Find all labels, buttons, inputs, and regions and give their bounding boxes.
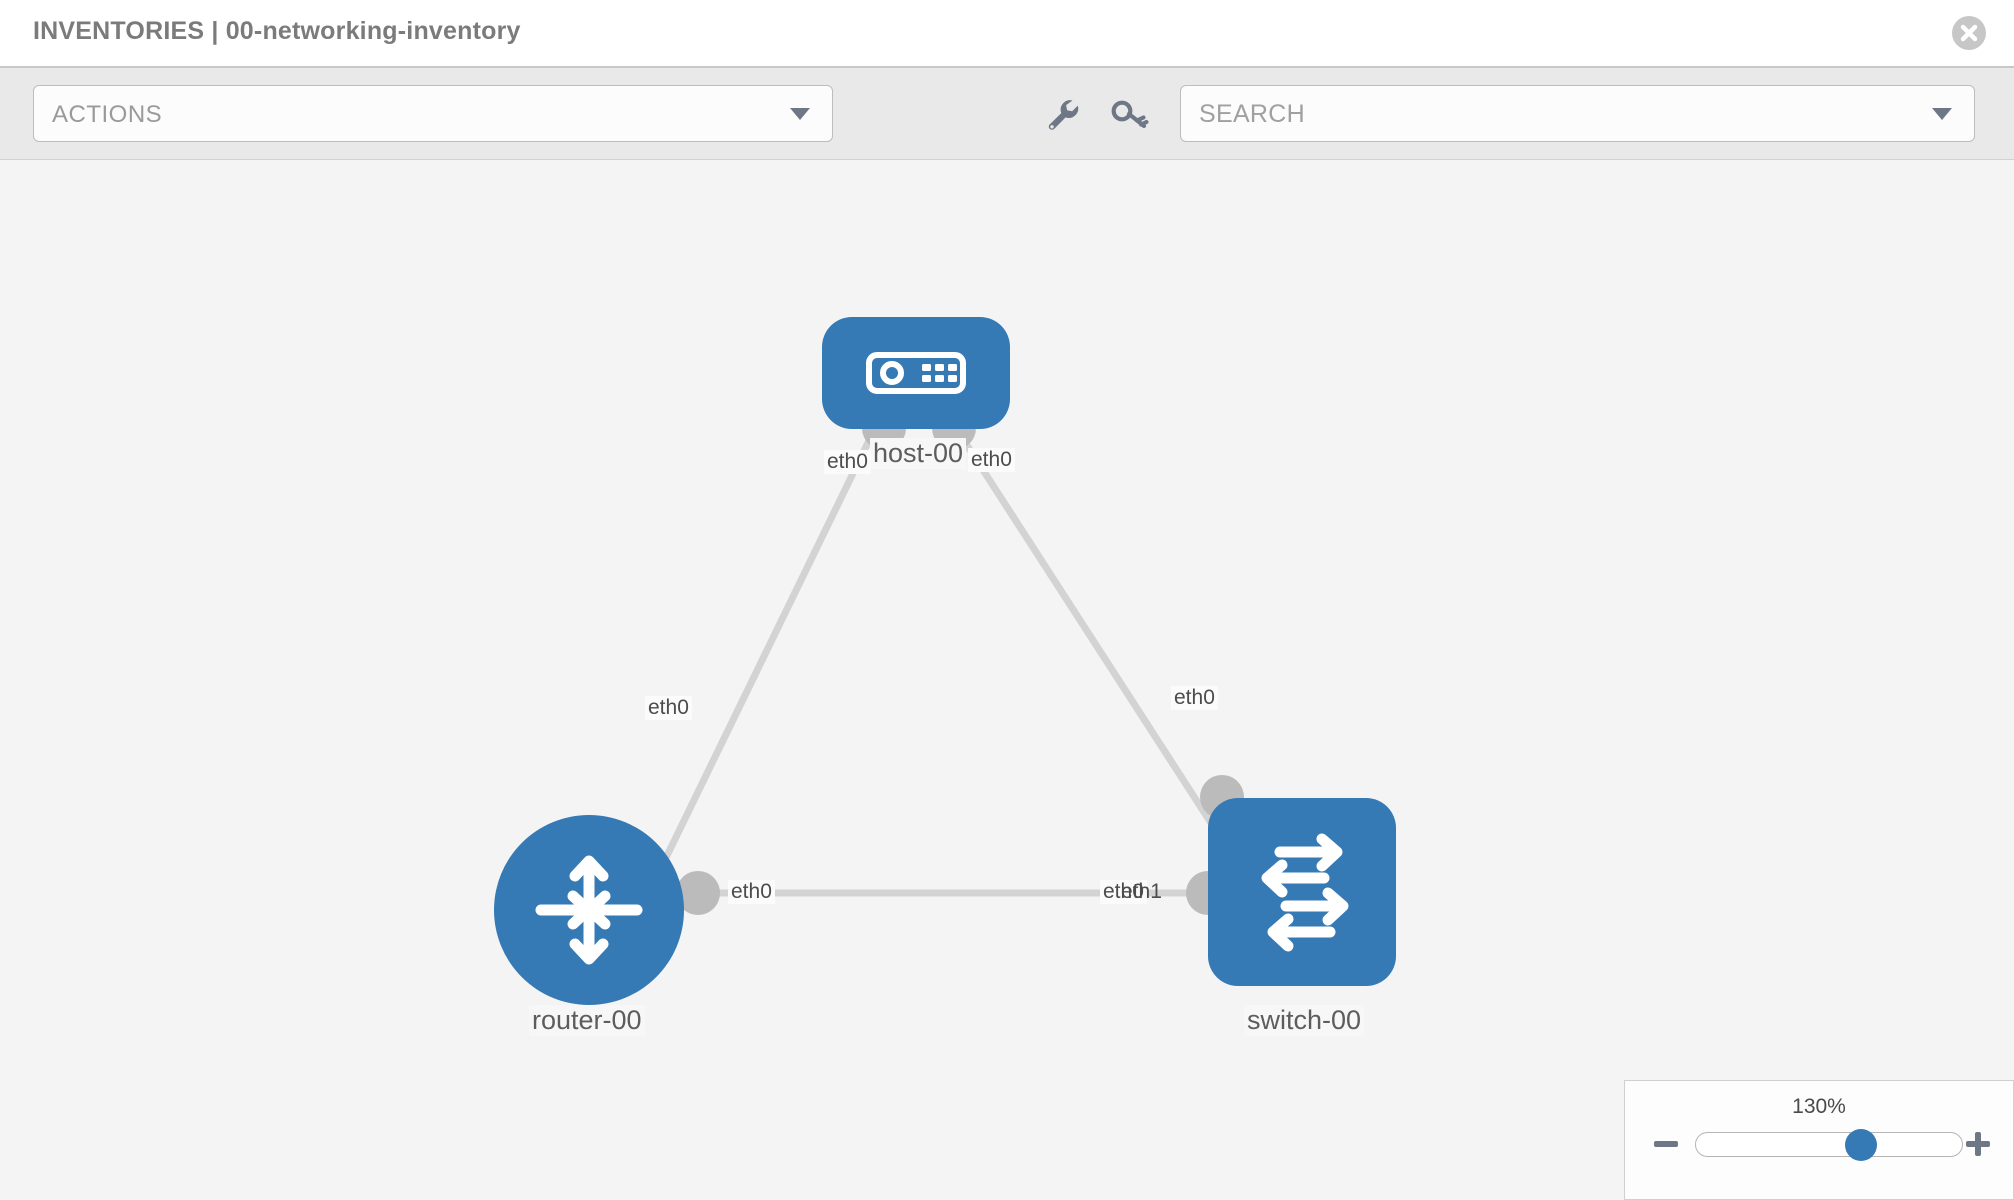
node-router-00-shape[interactable] [494,815,684,1005]
zoom-slider-thumb[interactable] [1844,1128,1877,1161]
close-icon[interactable] [1952,16,1986,50]
zoom-level-value: 130% [1792,1095,1846,1118]
actions-dropdown-label: ACTIONS [52,101,163,128]
router-arrows-icon [535,855,643,965]
node-host-00-shape[interactable] [822,317,1010,429]
zoom-slider[interactable] [1695,1128,1963,1161]
page-header: INVENTORIES | 00-networking-inventory [0,0,2014,68]
wrench-icon[interactable] [1042,96,1082,134]
node-switch-00-shape[interactable] [1208,798,1396,986]
search-input[interactable]: SEARCH [1180,85,1975,142]
zoom-control-panel: 130% [1624,1080,2014,1200]
chevron-down-icon [790,107,810,120]
toolbar: ACTIONS SEARCH [0,68,2014,160]
search-placeholder: SEARCH [1199,100,1305,128]
chevron-down-icon[interactable] [1932,107,1952,120]
page-title: INVENTORIES | 00-networking-inventory [33,17,521,45]
topology-links [656,420,1225,897]
minus-icon[interactable] [1651,1129,1681,1159]
switch-arrows-icon [1261,833,1349,952]
topology-canvas[interactable]: host-00 [0,160,2014,1200]
actions-dropdown[interactable]: ACTIONS [33,85,833,142]
key-icon[interactable] [1110,96,1150,134]
server-icon [866,352,966,394]
plus-icon[interactable] [1963,1129,1993,1159]
